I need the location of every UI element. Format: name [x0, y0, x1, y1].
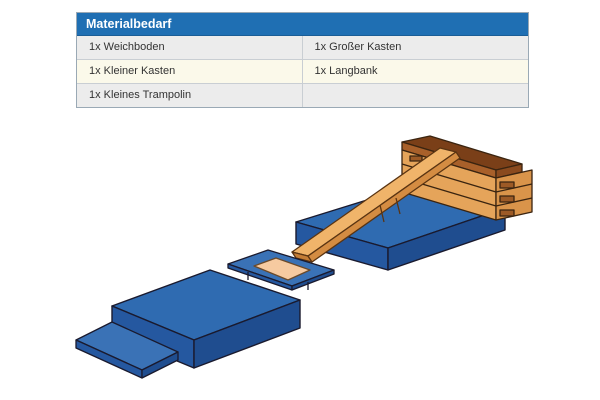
- material-table: Materialbedarf 1x Weichboden 1x Großer K…: [76, 12, 529, 108]
- table-cell: 1x Weichboden: [77, 36, 303, 59]
- table-cell: 1x Langbank: [314, 65, 378, 77]
- front-mat: [75, 321, 179, 379]
- table-cell: 1x Kleines Trampolin: [77, 84, 303, 107]
- table-header: Materialbedarf: [77, 13, 528, 36]
- table-cell: 1x Kleiner Kasten: [77, 60, 303, 83]
- table-row: 1x Weichboden 1x Großer Kasten: [77, 36, 528, 60]
- kleines-trampolin: [227, 249, 335, 291]
- table-cell: [303, 84, 529, 107]
- langbank-bench: [291, 147, 461, 263]
- table-row: 1x Kleines Trampolin: [77, 84, 528, 107]
- table-cell: 1x Großer Kasten: [314, 41, 402, 53]
- gym-station-illustration: [75, 135, 533, 379]
- table-row: 1x Kleiner Kasten 1x Langbank: [77, 60, 528, 84]
